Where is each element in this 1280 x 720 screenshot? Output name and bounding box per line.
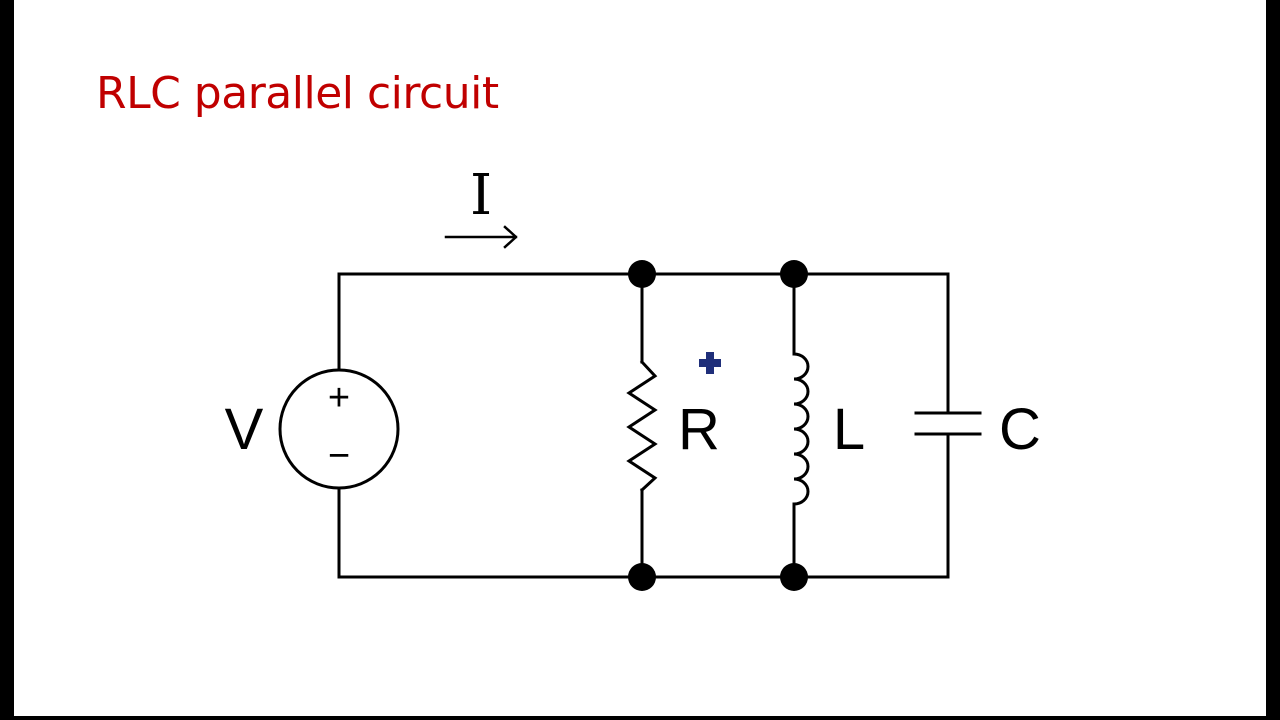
plus-sign: + (328, 377, 350, 419)
resistor-label: R (678, 397, 720, 462)
junction-node (628, 563, 656, 591)
slide (14, 0, 1266, 716)
voltage-label: V (225, 397, 264, 462)
inductor-label: L (833, 397, 865, 462)
resistor-symbol (626, 359, 658, 493)
current-label: I (470, 163, 492, 228)
junction-node (780, 563, 808, 591)
junction-node (628, 260, 656, 288)
capacitor-label: C (999, 397, 1041, 462)
junction-node (780, 260, 808, 288)
right-arrow-icon (444, 225, 518, 249)
minus-sign: − (328, 435, 350, 477)
plus-cursor-icon (699, 352, 721, 374)
page-title: RLC parallel circuit (96, 68, 499, 119)
inductor-symbol (792, 352, 810, 506)
voltage-source (278, 368, 400, 490)
